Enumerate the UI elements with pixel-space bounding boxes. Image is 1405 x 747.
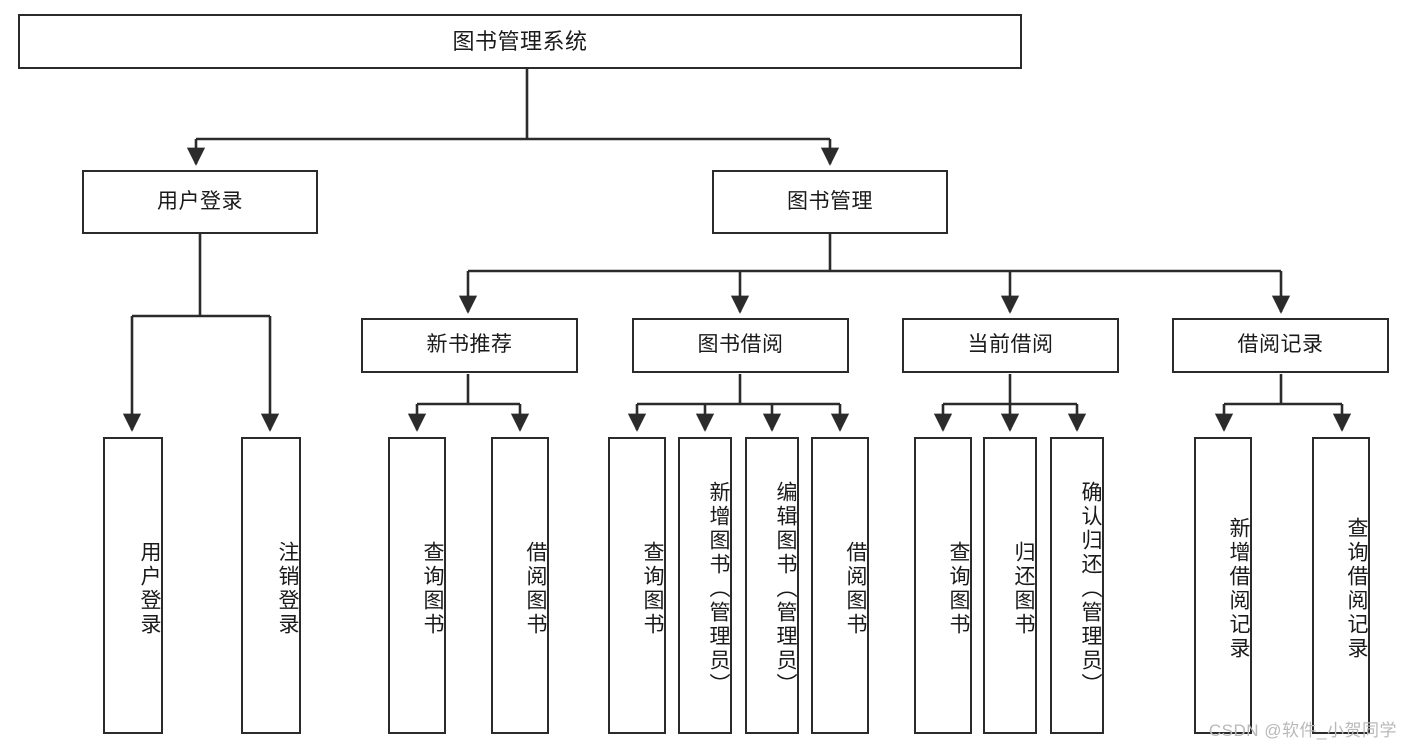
node-book-management[interactable]: 图书管理 xyxy=(712,170,948,234)
leaf-borrow-book-borrow[interactable]: 借阅图书 xyxy=(811,437,869,734)
node-user-login[interactable]: 用户登录 xyxy=(82,170,318,234)
node-borrow-record[interactable]: 借阅记录 xyxy=(1172,318,1389,373)
node-label: 编辑图书（管理员） xyxy=(774,480,797,697)
leaf-query-book-borrow[interactable]: 查询图书 xyxy=(608,437,666,734)
leaf-add-borrow-record[interactable]: 新增借阅记录 xyxy=(1194,437,1252,734)
node-label: 新书推荐 xyxy=(426,333,513,357)
node-new-book-recommend[interactable]: 新书推荐 xyxy=(361,318,578,373)
node-label: 当前借阅 xyxy=(967,333,1054,357)
node-label: 图书管理系统 xyxy=(452,28,588,54)
leaf-return-book[interactable]: 归还图书 xyxy=(983,437,1037,734)
leaf-query-book-new[interactable]: 查询图书 xyxy=(388,437,446,734)
node-label: 用户登录 xyxy=(157,189,243,213)
node-root-book-management-system[interactable]: 图书管理系统 xyxy=(18,14,1022,69)
node-label: 新增借阅记录 xyxy=(1227,516,1250,661)
leaf-query-book-current[interactable]: 查询图书 xyxy=(914,437,972,734)
node-book-borrow[interactable]: 图书借阅 xyxy=(632,318,849,373)
node-label: 借阅记录 xyxy=(1237,333,1324,357)
node-label: 查询图书 xyxy=(641,540,664,637)
node-label: 查询图书 xyxy=(421,540,444,637)
node-current-borrow[interactable]: 当前借阅 xyxy=(902,318,1119,373)
node-label: 图书管理 xyxy=(787,189,873,213)
node-label: 用户登录 xyxy=(138,540,161,637)
node-label: 注销登录 xyxy=(276,540,299,637)
node-label: 归还图书 xyxy=(1012,540,1035,637)
node-label: 查询图书 xyxy=(947,540,970,637)
node-label: 新增图书（管理员） xyxy=(707,480,730,697)
leaf-edit-book[interactable]: 编辑图书（管理员） xyxy=(745,437,799,734)
node-label: 图书借阅 xyxy=(697,333,784,357)
leaf-add-book[interactable]: 新增图书（管理员） xyxy=(678,437,732,734)
leaf-query-borrow-record[interactable]: 查询借阅记录 xyxy=(1312,437,1370,734)
leaf-logout[interactable]: 注销登录 xyxy=(241,437,301,734)
node-label: 借阅图书 xyxy=(524,540,547,637)
csdn-watermark: CSDN @软件_小贺同学 xyxy=(1208,721,1397,740)
node-label: 确认归还（管理员） xyxy=(1079,480,1102,697)
node-label: 借阅图书 xyxy=(844,540,867,637)
node-label: 查询借阅记录 xyxy=(1345,516,1368,661)
leaf-borrow-book-new[interactable]: 借阅图书 xyxy=(491,437,549,734)
leaf-confirm-return[interactable]: 确认归还（管理员） xyxy=(1050,437,1104,734)
leaf-user-login[interactable]: 用户登录 xyxy=(103,437,163,734)
